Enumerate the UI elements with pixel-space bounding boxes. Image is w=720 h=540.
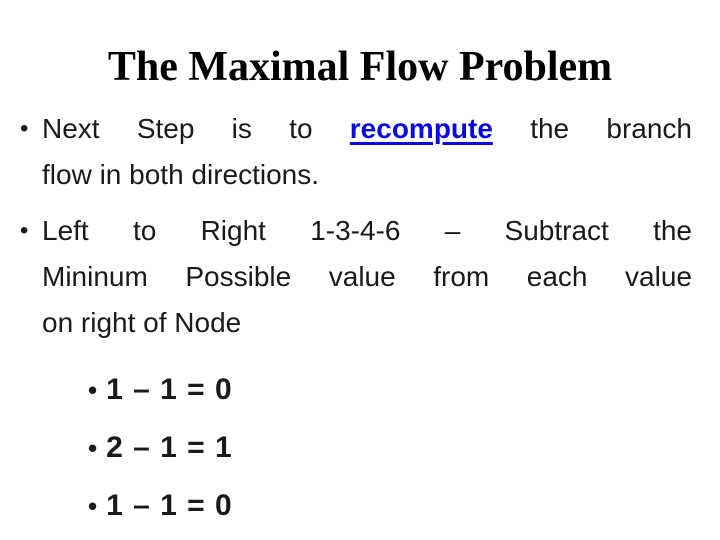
sub-bullet-list: • 1 – 1 = 0 • 2 – 1 = 1 • 1 – 1 = 0 (88, 361, 692, 535)
bullet-icon: • (20, 115, 29, 142)
equation-text: 1 – 1 = 0 (106, 489, 232, 522)
bullet-line: Left to Right 1-3-4-6 – Subtract the (42, 215, 692, 246)
bullet-text: Next Step is to recompute the branch flo… (42, 106, 692, 198)
bullet-line: on right of Node (42, 307, 242, 338)
bullet-text: Left to Right 1-3-4-6 – Subtract the Min… (42, 208, 692, 346)
bullet-item-recompute: • Next Step is to recompute the branch f… (20, 106, 692, 198)
slide-body: • Next Step is to recompute the branch f… (20, 106, 692, 535)
recompute-link[interactable]: recompute (349, 113, 493, 144)
bullet-icon: • (88, 433, 98, 463)
bullet-line: flow in both directions. (42, 159, 320, 190)
sub-bullet-item: • 1 – 1 = 0 (88, 361, 692, 419)
bullet-line: Next Step is to recompute the branch (42, 106, 692, 152)
bullet-icon: • (88, 375, 98, 405)
bullet-line-end: the branch (492, 113, 692, 144)
bullet-icon: • (20, 217, 29, 244)
bullet-line-start: Next Step is to (42, 113, 350, 144)
page-title: The Maximal Flow Problem (107, 44, 613, 90)
equation-text: 1 – 1 = 0 (106, 373, 232, 406)
bullet-line: Mininum Possible value from each value (42, 261, 692, 292)
bullet-icon: • (88, 491, 98, 521)
equation-text: 2 – 1 = 1 (106, 431, 232, 464)
bullet-item-left-to-right: • Left to Right 1-3-4-6 – Subtract the M… (20, 208, 692, 346)
sub-bullet-item: • 1 – 1 = 0 (88, 477, 692, 535)
sub-bullet-item: • 2 – 1 = 1 (88, 419, 692, 477)
